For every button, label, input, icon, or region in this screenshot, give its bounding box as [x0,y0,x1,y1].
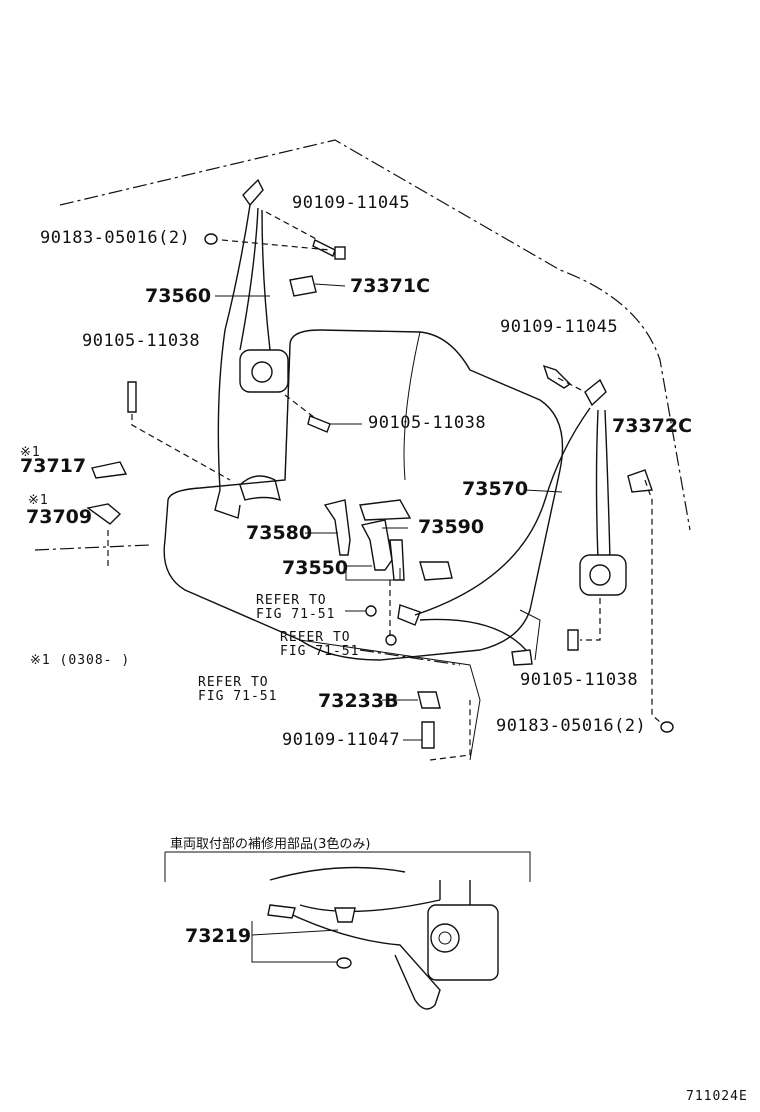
label-90183-05016-lower: 90183-05016(2) [496,716,646,736]
vehicle-roof-outline [59,139,691,531]
label-refer-2-line-2: FIG 71-51 [280,644,359,659]
seat-belt-73560 [214,178,289,519]
label-90105-11038-right: 90105-11038 [520,670,638,690]
label-note-mark-1: ※1 [20,445,41,460]
label-73560: 73560 [145,285,211,307]
label-73570: 73570 [462,478,528,500]
vehicle-floor-outline [34,544,151,551]
figure-id: 711024E [686,1089,748,1104]
inset-detail [164,851,531,1010]
label-note-range: ※1 (0308- ) [30,653,130,668]
label-90109-11045-right: 90109-11045 [500,317,618,337]
label-73550: 73550 [282,557,348,579]
inset-title: 車両取付部の補修用部品(3色のみ) [170,836,370,852]
label-refer-2-line-1: REFER TO [280,630,351,645]
label-73590: 73590 [418,516,484,538]
label-73372c: 73372C [612,415,692,437]
label-90109-11047: 90109-11047 [282,730,400,750]
label-90105-11038-left: 90105-11038 [82,331,200,351]
label-90105-11038-center: 90105-11038 [368,413,486,433]
label-refer-1-line-2: FIG 71-51 [256,607,335,622]
label-73709: 73709 [26,506,92,528]
label-note-mark-2: ※1 [28,493,49,508]
label-refer-1-line-1: REFER TO [256,593,327,608]
label-73371c: 73371C [350,275,430,297]
label-73233b: 73233B [318,690,399,712]
label-73219: 73219 [185,925,251,947]
label-90109-11045-upper: 90109-11045 [292,193,410,213]
seat-belt-73570 [397,378,627,666]
label-73580: 73580 [246,522,312,544]
buckle-set [239,475,453,581]
leader-lines [107,211,661,761]
label-refer-3-line-1: REFER TO [198,675,269,690]
label-90183-05016-upper: 90183-05016(2) [40,228,190,248]
label-refer-3-line-2: FIG 71-51 [198,689,277,704]
label-73717: 73717 [20,455,86,477]
